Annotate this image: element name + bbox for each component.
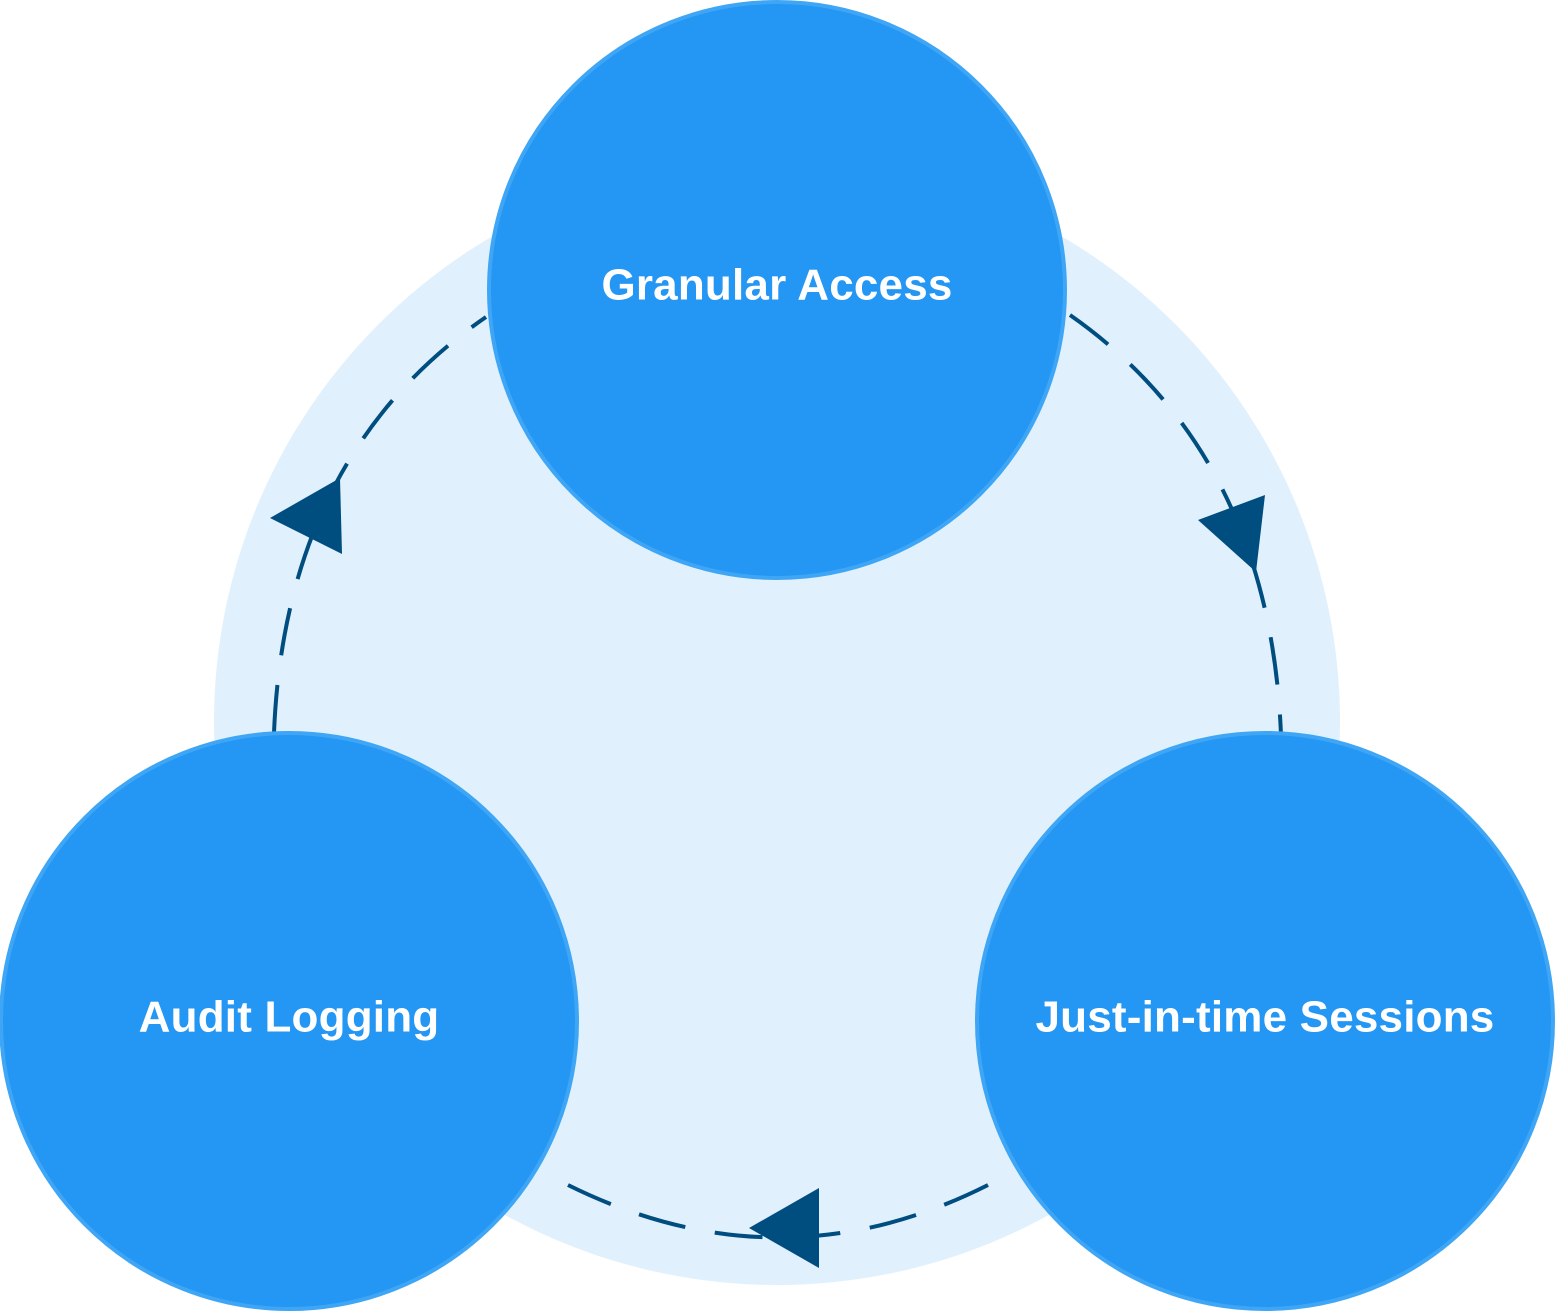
node-audit-logging[interactable]: Audit Logging [0,731,579,1311]
node-circle [487,0,1067,580]
node-label: Granular Access [601,261,952,310]
node-label: Audit Logging [139,993,440,1042]
node-circle [0,731,579,1311]
connector-granular-access-to-just-in-time-sessions [1068,313,1283,736]
node-just-in-time-sessions[interactable]: Just-in-time Sessions [975,731,1555,1311]
node-label: Just-in-time Sessions [1036,993,1495,1042]
arrowhead-to-just-in-time-sessions-icon [1198,495,1265,572]
node-circle [975,731,1555,1311]
arrowhead-to-audit-logging-icon [749,1188,819,1268]
arrowhead-to-granular-access-icon [270,478,342,554]
node-granular-access[interactable]: Granular Access [487,0,1067,580]
